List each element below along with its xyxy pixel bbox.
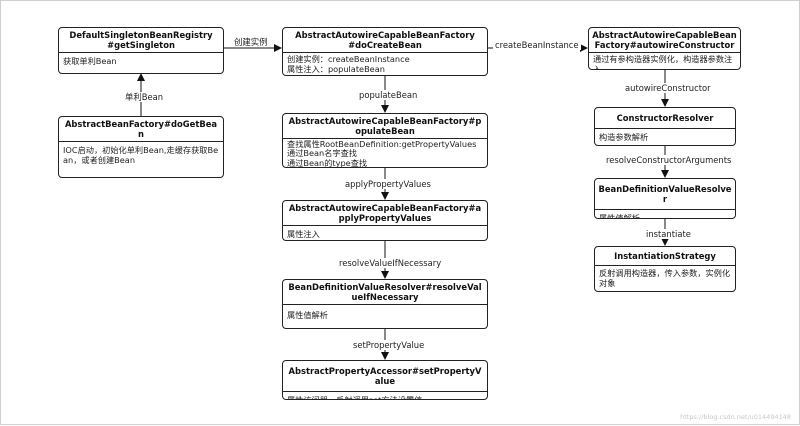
- node-do-create-bean: AbstractAutowireCapableBeanFactory #doCr…: [282, 27, 488, 76]
- edge-label-apply-property-values: applyPropertyValues: [343, 179, 433, 189]
- edge-label-set-property-value: setPropertyValue: [351, 340, 427, 350]
- edge-label-autowire-constructor: autowireConstructor: [623, 83, 713, 93]
- node-title: AbstractAutowireCapableBeanFactory#popul…: [283, 114, 487, 139]
- node-title: AbstractBeanFactory#doGetBean: [59, 117, 223, 142]
- node-title: InstantiationStrategy: [595, 247, 735, 266]
- edge-label-create-instance-cn: 创建实例: [232, 37, 270, 47]
- node-set-property-value: AbstractPropertyAccessor#setPropertyValu…: [282, 360, 488, 400]
- node-abstract-bean-factory: AbstractBeanFactory#doGetBean IOC启动，初始化单…: [58, 116, 224, 178]
- node-title: AbstractAutowireCapableBeanFactory #doCr…: [283, 28, 487, 53]
- node-constructor-resolver: ConstructorResolver 构造参数解析: [594, 107, 736, 146]
- node-body: 属性访问器，反射调用set方法设置值: [287, 395, 423, 400]
- node-populate-bean: AbstractAutowireCapableBeanFactory#popul…: [282, 113, 488, 168]
- node-title: BeanDefinitionValueResolver: [595, 179, 735, 210]
- edge-label-resolve-constructor-arguments: resolveConstructorArguments: [604, 155, 734, 165]
- edge-label-create-bean-instance: createBeanInstance: [493, 40, 581, 50]
- node-title: AbstractAutowireCapableBeanFactory#autow…: [589, 28, 740, 53]
- node-body: 获取单利Bean: [63, 56, 117, 66]
- node-resolve-value-if-necessary: BeanDefinitionValueResolver#resolveValue…: [282, 279, 488, 329]
- node-title: DefaultSingletonBeanRegistry #getSinglet…: [59, 28, 223, 53]
- watermark: https://blog.csdn.net/u014494148: [680, 413, 791, 421]
- node-title: ConstructorResolver: [595, 108, 735, 129]
- node-apply-property-values: AbstractAutowireCapableBeanFactory#apply…: [282, 200, 488, 241]
- node-body: 构造参数解析: [599, 132, 649, 142]
- edge-label-resolve-value-if-necessary: resolveValueIfNecessary: [337, 258, 444, 268]
- node-body: 通过有参构造器实例化，构造器参数注入: [593, 54, 733, 70]
- node-title: BeanDefinitionValueResolver#resolveValue…: [283, 280, 487, 305]
- node-body: 反射调用构造器，传入参数，实例化对象: [599, 268, 731, 288]
- node-body: 属性注入: [287, 229, 320, 239]
- node-title: AbstractAutowireCapableBeanFactory#apply…: [283, 201, 487, 226]
- node-body: 创建实例：createBeanInstance 属性注入：populateBea…: [287, 54, 410, 74]
- node-body: 属性值解析: [599, 213, 640, 219]
- node-default-singleton-registry: DefaultSingletonBeanRegistry #getSinglet…: [58, 27, 224, 74]
- node-title: AbstractPropertyAccessor#setPropertyValu…: [283, 361, 487, 392]
- edge-label-instantiate: instantiate: [644, 229, 693, 239]
- node-bean-definition-value-resolver: BeanDefinitionValueResolver 属性值解析: [594, 178, 736, 219]
- node-instantiation-strategy: InstantiationStrategy 反射调用构造器，传入参数，实例化对象: [594, 246, 736, 292]
- node-body: 查找属性RootBeanDefinition:getPropertyValues…: [287, 139, 477, 168]
- node-body: 属性值解析: [287, 310, 328, 320]
- node-autowire-constructor: AbstractAutowireCapableBeanFactory#autow…: [588, 27, 741, 70]
- edge-label-populate-bean: populateBean: [357, 90, 420, 100]
- edge-label-single-bean: 单利Bean: [123, 92, 166, 102]
- node-body: IOC启动，初始化单利Bean,走缓存获取Bean，或者创建Bean: [63, 145, 219, 165]
